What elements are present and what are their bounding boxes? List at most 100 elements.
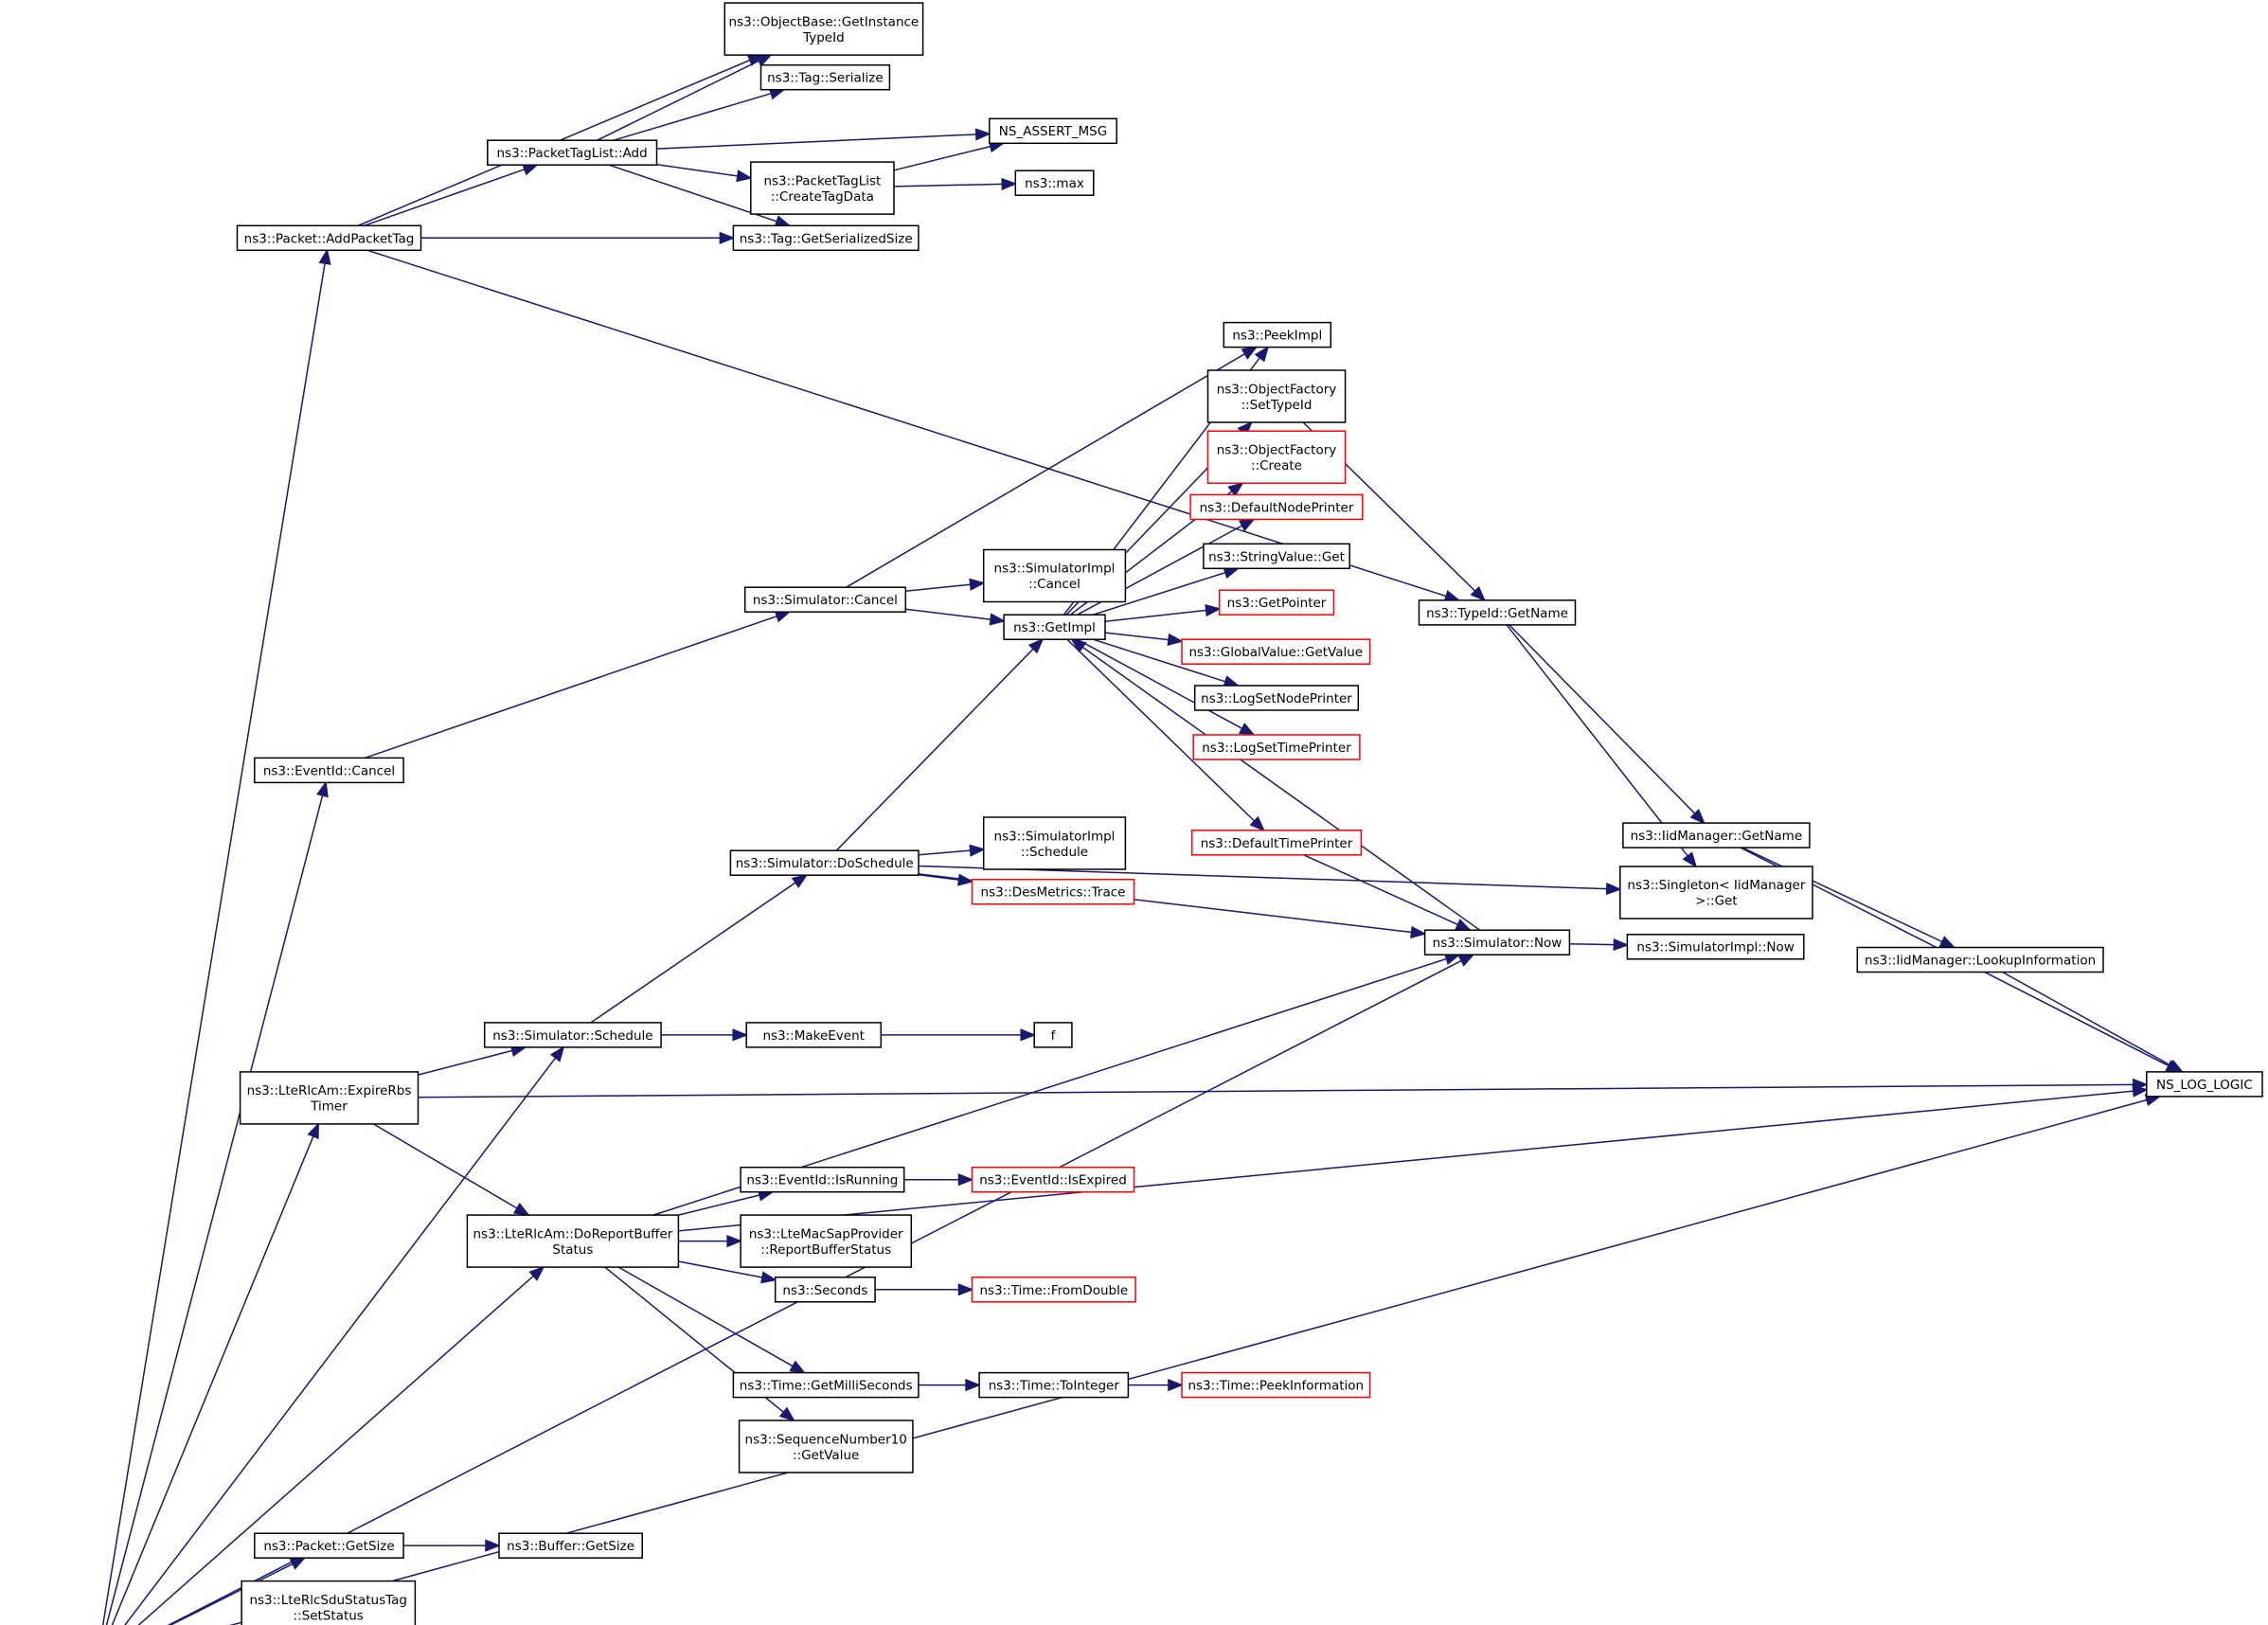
node-label: ns3::Buffer::GetSize: [507, 1539, 634, 1554]
node-f[interactable]: f: [1033, 1022, 1073, 1048]
call-edge-getImpl-to-logTime: [1077, 638, 1256, 736]
node-macSap[interactable]: ns3::LteMacSapProvider::ReportBufferStat…: [740, 1214, 913, 1268]
node-label: ::ReportBufferStatus: [760, 1242, 891, 1258]
node-nsLog[interactable]: NS_LOG_LOGIC: [2146, 1071, 2263, 1098]
node-getMilli[interactable]: ns3::Time::GetMilliSeconds: [732, 1371, 920, 1399]
node-box: [1206, 369, 1347, 423]
node-label: ns3::GlobalValue::GetValue: [1188, 645, 1363, 660]
node-ptlAdd[interactable]: ns3::PacketTagList::Add: [487, 139, 658, 166]
node-label: ns3::Tag::Serialize: [767, 71, 884, 86]
node-getImpl[interactable]: ns3::GetImpl: [1003, 614, 1106, 640]
call-edge-doSchedule-to-getImpl: [835, 637, 1045, 851]
node-label: NS_ASSERT_MSG: [999, 124, 1107, 139]
node-box: [732, 1371, 920, 1399]
node-defNode[interactable]: ns3::DefaultNodePrinter: [1189, 493, 1364, 521]
node-box: [1189, 493, 1364, 521]
node-label: ns3::Tag::GetSerializedSize: [740, 231, 913, 246]
node-seconds[interactable]: ns3::Seconds: [774, 1277, 876, 1303]
node-label: ns3::EventId::Cancel: [263, 763, 395, 778]
node-box: [1203, 543, 1350, 570]
node-simImplSched[interactable]: ns3::SimulatorImpl::Schedule: [982, 816, 1127, 870]
call-edge-schedule-to-doSchedule: [590, 873, 809, 1024]
node-max[interactable]: ns3::max: [1014, 170, 1095, 196]
node-iidGetName[interactable]: ns3::IidManager::GetName: [1622, 822, 1811, 848]
node-box: [1619, 866, 1813, 920]
node-seqGet[interactable]: ns3::SequenceNumber10::GetValue: [738, 1420, 914, 1473]
node-label: TypeId: [802, 30, 845, 45]
node-box: [1206, 430, 1347, 484]
node-strGet[interactable]: ns3::StringValue::Get: [1203, 543, 1350, 570]
node-defTime[interactable]: ns3::DefaultTimePrinter: [1190, 830, 1363, 856]
node-ofCreate[interactable]: ns3::ObjectFactory::Create: [1206, 430, 1347, 484]
node-isRunning[interactable]: ns3::EventId::IsRunning: [740, 1166, 905, 1193]
node-toInteger[interactable]: ns3::Time::ToInteger: [978, 1371, 1130, 1399]
call-edge-root-to-doReport: [137, 1265, 545, 1625]
node-logNode[interactable]: ns3::LogSetNodePrinter: [1193, 685, 1360, 711]
node-simImplCancel[interactable]: ns3::SimulatorImpl::Cancel: [982, 548, 1127, 603]
node-getSerSize[interactable]: ns3::Tag::GetSerializedSize: [732, 224, 920, 252]
node-label: ns3::EventId::IsRunning: [746, 1173, 898, 1188]
node-createTag[interactable]: ns3::PacketTagList::CreateTagData: [750, 161, 895, 215]
node-logTime[interactable]: ns3::LogSetTimePrinter: [1192, 734, 1361, 760]
call-edge-simCancel-to-simImplCancel: [905, 578, 986, 593]
node-isExpired[interactable]: ns3::EventId::IsExpired: [971, 1166, 1135, 1193]
node-makeEvent[interactable]: ns3::MakeEvent: [745, 1022, 883, 1048]
node-tagSerialize[interactable]: ns3::Tag::Serialize: [759, 63, 891, 91]
node-ofSetTid[interactable]: ns3::ObjectFactory::SetTypeId: [1206, 369, 1347, 423]
node-label: ns3::PacketTagList::Add: [497, 146, 648, 161]
node-box: [971, 878, 1135, 905]
node-bufGetSize[interactable]: ns3::Buffer::GetSize: [498, 1532, 643, 1559]
node-simImplNow[interactable]: ns3::SimulatorImpl::Now: [1626, 934, 1805, 960]
node-setStatus[interactable]: ns3::LteRlcSduStatusTag::SetStatus: [241, 1580, 417, 1625]
call-edge-lookupInfo-to-nsLog: [2002, 971, 2185, 1073]
node-gvGet[interactable]: ns3::GlobalValue::GetValue: [1181, 638, 1371, 665]
call-edge-seconds-to-fromDouble: [875, 1283, 974, 1296]
node-simCancel[interactable]: ns3::Simulator::Cancel: [743, 586, 907, 613]
node-label: ns3::Simulator::DoSchedule: [736, 856, 914, 871]
node-label: f: [1051, 1028, 1057, 1044]
node-fromDouble[interactable]: ns3::Time::FromDouble: [971, 1277, 1136, 1303]
node-lookupInfo[interactable]: ns3::IidManager::LookupInformation: [1856, 946, 2104, 973]
node-peekImpl[interactable]: ns3::PeekImpl: [1223, 321, 1332, 348]
node-label: ns3::LteRlcAm::DoReportBuffer: [473, 1226, 672, 1241]
node-schedule[interactable]: ns3::Simulator::Schedule: [483, 1022, 662, 1048]
node-box: [982, 548, 1127, 603]
node-pktGetSize[interactable]: ns3::Packet::GetSize: [254, 1532, 404, 1559]
node-box: [1856, 946, 2104, 973]
call-edge-eventCancel-to-simCancel: [364, 610, 792, 759]
call-edge-doSchedule-to-simImplSched: [918, 844, 986, 857]
call-edge-doReport-to-seconds: [678, 1260, 777, 1284]
call-edge-getImpl-to-gvGet: [1104, 632, 1185, 647]
node-box: [236, 224, 422, 252]
node-label: ns3::Simulator::Cancel: [753, 593, 898, 608]
node-box: [978, 1371, 1130, 1399]
call-edge-ptlAdd-to-createTag: [656, 164, 753, 183]
node-label: ns3::IidManager::LookupInformation: [1865, 954, 2096, 969]
node-peekInfo[interactable]: ns3::Time::PeekInformation: [1181, 1371, 1371, 1399]
call-edge-expireRbs-to-nsLog: [418, 1078, 2149, 1098]
node-addPacketTag[interactable]: ns3::Packet::AddPacketTag: [236, 224, 422, 252]
node-doSchedule[interactable]: ns3::Simulator::DoSchedule: [729, 849, 920, 876]
node-box: [750, 161, 895, 215]
node-tidGetName[interactable]: ns3::TypeId::GetName: [1418, 599, 1577, 626]
node-box: [982, 816, 1127, 870]
node-label: ::SetStatus: [294, 1608, 364, 1623]
node-label: ::SetTypeId: [1241, 398, 1313, 413]
node-label: ns3::SimulatorImpl: [994, 562, 1116, 577]
node-box: [1223, 321, 1332, 348]
node-getPtr[interactable]: ns3::GetPointer: [1218, 589, 1335, 616]
node-box: [1418, 599, 1577, 626]
call-edge-schedule-to-makeEvent: [661, 1028, 749, 1042]
node-label: ns3::Simulator::Schedule: [492, 1028, 652, 1044]
node-box: [487, 139, 658, 166]
call-edge-root-to-addPacketTag: [101, 248, 331, 1625]
node-eventCancel[interactable]: ns3::EventId::Cancel: [254, 757, 404, 784]
node-simNow[interactable]: ns3::Simulator::Now: [1423, 929, 1571, 955]
node-label: ns3::Time::FromDouble: [979, 1283, 1128, 1298]
node-desTrace[interactable]: ns3::DesMetrics::Trace: [971, 878, 1135, 905]
node-nsAssert[interactable]: NS_ASSERT_MSG: [989, 117, 1117, 145]
node-singleton[interactable]: ns3::Singleton< IidManager>::Get: [1619, 866, 1813, 920]
